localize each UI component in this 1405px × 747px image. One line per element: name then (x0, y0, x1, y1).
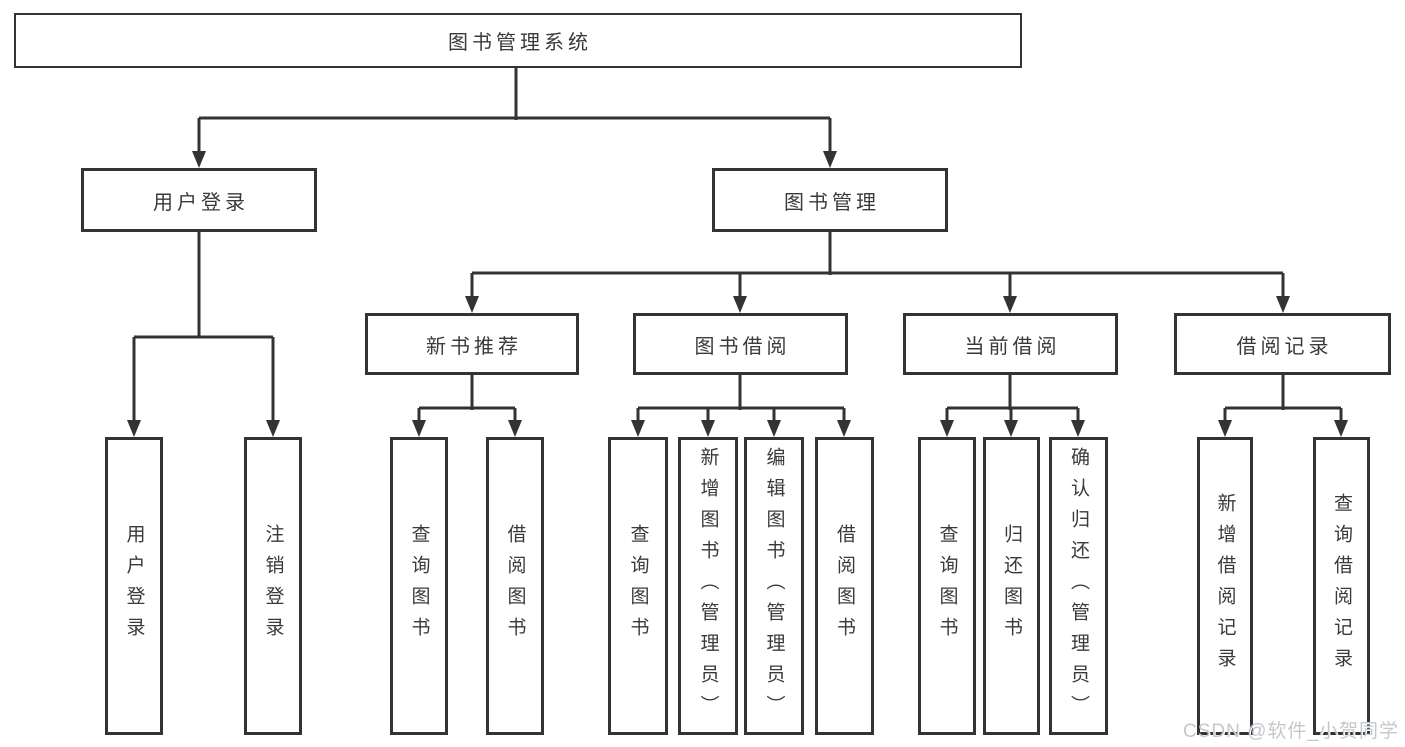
watermark: CSDN @软件_小贺同学 (1183, 721, 1399, 742)
leaf-query-borrow-record: 查询借阅记录 (1313, 437, 1370, 735)
leaf-query-books-recommend: 查询图书 (390, 437, 448, 735)
leaf-confirm-return-admin: 确认归还（管理员） (1049, 437, 1108, 735)
leaf-add-borrow-record: 新增借阅记录 (1197, 437, 1253, 735)
node-root: 图书管理系统 (14, 13, 1022, 68)
leaf-logout: 注销登录 (244, 437, 302, 735)
node-book-management: 图书管理 (712, 168, 948, 232)
leaf-return-books: 归还图书 (983, 437, 1040, 735)
leaf-query-books-current: 查询图书 (918, 437, 976, 735)
node-new-book-recommend: 新书推荐 (365, 313, 579, 375)
node-book-borrow: 图书借阅 (633, 313, 848, 375)
leaf-query-books-borrow: 查询图书 (608, 437, 668, 735)
node-current-borrow: 当前借阅 (903, 313, 1118, 375)
leaf-user-login: 用户登录 (105, 437, 163, 735)
leaf-borrow-books-recommend: 借阅图书 (486, 437, 544, 735)
leaf-borrow-books-2: 借阅图书 (815, 437, 874, 735)
node-borrow-records: 借阅记录 (1174, 313, 1391, 375)
leaf-add-book-admin: 新增图书（管理员） (678, 437, 738, 735)
node-user-login: 用户登录 (81, 168, 317, 232)
leaf-edit-book-admin: 编辑图书（管理员） (744, 437, 804, 735)
